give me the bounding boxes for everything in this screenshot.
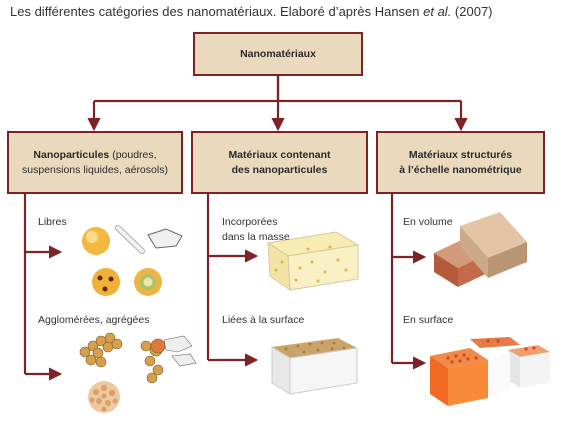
figure-caption: Les différentes catégories des nanomatér…: [10, 4, 493, 19]
nanoparticles-title: Nanoparticules: [33, 148, 110, 161]
col3-title-line1: Matériaux structurés: [408, 148, 513, 161]
agglomerated-nanoparticles-illustration: [79, 332, 197, 384]
nanoparticles-subtitle-part2: suspensions liquides, aérosols): [22, 163, 168, 176]
materials-containing-nanoparticles-box: Matériaux contenant des nanoparticules: [191, 131, 368, 194]
col2-title-line2: des nanoparticules: [231, 163, 328, 176]
label-incorporees-line1: Incorporées: [222, 216, 278, 228]
label-en-surface: En surface: [403, 314, 454, 326]
surface-nanostructured-material-illustration: [430, 337, 550, 406]
label-libres: Libres: [38, 216, 67, 228]
caption-year: (2007): [451, 4, 493, 19]
label-en-volume: En volume: [403, 216, 453, 228]
label-incorporees: Incorporées dans la masse: [222, 215, 290, 244]
nanomaterials-box: Nanomatériaux: [193, 32, 363, 76]
label-liees-surface: Liées à la surface: [222, 314, 305, 326]
surface-bound-nanoparticles-illustration: [271, 338, 358, 395]
label-incorporees-line2: dans la masse: [222, 230, 290, 243]
embedded-nanoparticles-illustration: [266, 231, 360, 292]
bulk-nanostructured-material-illustration: [434, 212, 527, 287]
nanomaterials-label: Nanomatériaux: [240, 47, 316, 60]
agglomerate-cluster: [88, 381, 120, 413]
label-agglomerees: Agglomérées, agrégées: [38, 314, 150, 326]
free-nanoparticles-illustration: [82, 225, 183, 296]
col3-title-line2: à l’échelle nanométrique: [399, 163, 522, 176]
caption-text: Les différentes catégories des nanomatér…: [10, 4, 424, 19]
col2-title-line1: Matériaux contenant: [228, 148, 331, 161]
nanoparticles-category-box: Nanoparticules (poudres, suspensions liqu…: [7, 131, 183, 194]
nanoparticles-subtitle-part1: (poudres,: [109, 148, 157, 161]
nanostructured-materials-box: Matériaux structurés à l’échelle nanométr…: [376, 131, 545, 194]
caption-italic: et al.: [423, 4, 452, 19]
